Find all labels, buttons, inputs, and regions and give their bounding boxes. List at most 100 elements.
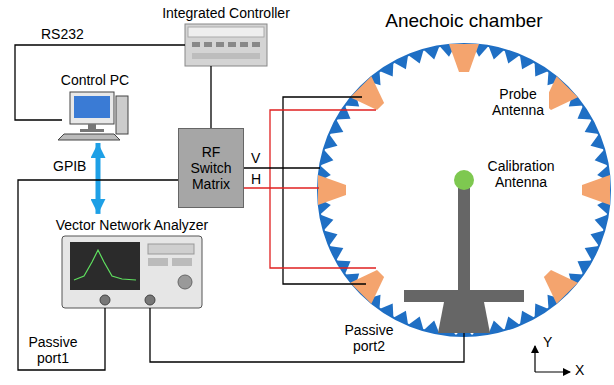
- node-text: Anechoic chamber: [385, 10, 542, 32]
- connector: [210, 66, 211, 128]
- switch-box: RF Switch Matrix: [178, 128, 244, 208]
- network-analyzer: [100, 295, 110, 305]
- absorber-cones: [535, 304, 549, 318]
- absorber-cones: [380, 62, 394, 76]
- network-analyzer: [70, 242, 140, 290]
- pc-box: Control PC: [62, 90, 128, 140]
- controller-device: [185, 24, 267, 66]
- node-text: Control PC: [61, 72, 129, 88]
- edge-label: Passive port2: [340, 322, 398, 354]
- controller-device: [188, 27, 264, 37]
- absorber-cones: [393, 55, 408, 69]
- absorber-cones: [320, 150, 333, 166]
- computer-icon: [80, 129, 104, 132]
- node-text: RF Switch Matrix: [183, 144, 239, 192]
- computer-icon: [58, 92, 128, 140]
- absorber-cones: [585, 246, 599, 261]
- network-analyzer: [148, 258, 168, 266]
- edge-label: Passive port1: [24, 334, 82, 366]
- computer-icon: [116, 96, 128, 134]
- absorber-cones: [336, 106, 350, 120]
- positioner: [404, 188, 524, 333]
- absorber-cones: [489, 46, 505, 59]
- absorber-cones: [535, 62, 549, 76]
- calibration-antenna: [454, 170, 474, 190]
- absorber-cones: [520, 311, 535, 325]
- absorber-cones: [424, 46, 440, 59]
- absorber-cones: [324, 230, 338, 246]
- controller-device: [228, 42, 236, 47]
- absorber-cones: [585, 119, 599, 134]
- positioner: [438, 302, 490, 333]
- network-analyzer: [178, 275, 192, 289]
- analyzer-box: Vector Network Analyzer: [62, 236, 202, 308]
- controller-device: [252, 42, 260, 47]
- connector: [244, 167, 320, 168]
- network-analyzer: [148, 244, 194, 254]
- absorber-cones: [591, 230, 605, 246]
- edge-label: H: [250, 171, 262, 187]
- absorber-cones: [504, 317, 520, 331]
- controller-box: Integrated Controller: [185, 24, 267, 66]
- node-text: Integrated Controller: [162, 5, 290, 21]
- absorber-cones: [324, 134, 338, 150]
- probe-antenna: [318, 44, 610, 304]
- edge-label: GPIB: [52, 158, 87, 174]
- network-analyzer: [62, 236, 202, 308]
- axis-label: Y: [542, 334, 553, 350]
- network-analyzer: [62, 236, 202, 308]
- absorber-cones: [595, 215, 608, 231]
- controller-device: [192, 53, 260, 59]
- connector: [18, 180, 178, 370]
- absorber-cones: [424, 321, 440, 334]
- h-feed-wire: [270, 110, 376, 268]
- antenna-label: Calibration Antenna: [478, 158, 564, 190]
- chamber-outline: [318, 44, 610, 336]
- computer-icon: [58, 134, 120, 140]
- network-analyzer: [74, 250, 136, 280]
- absorber-cones: [504, 50, 520, 64]
- connector: [244, 187, 319, 188]
- probe-antenna: [350, 263, 391, 304]
- controller-device: [192, 42, 200, 47]
- computer-icon: [88, 124, 96, 129]
- absorber-cones: [329, 119, 343, 134]
- connector: [96, 143, 101, 214]
- axes: [535, 371, 570, 372]
- chamber-circle: Anechoic chamber: [318, 44, 610, 336]
- positioner: [404, 290, 524, 302]
- antenna-label: Probe Antenna: [487, 86, 549, 118]
- connector: [150, 308, 464, 362]
- probe-antenna: [582, 175, 610, 205]
- probe-antenna: [449, 44, 479, 72]
- absorber-cones: [329, 246, 343, 261]
- controller-device: [204, 42, 212, 47]
- controller-device: [216, 42, 224, 47]
- node-text: Vector Network Analyzer: [56, 217, 209, 233]
- controller-device: [240, 42, 248, 47]
- absorber-cones: [595, 150, 608, 166]
- absorber-cones: [489, 321, 505, 334]
- absorber-cones: [380, 304, 394, 318]
- absorber-cones: [320, 215, 333, 231]
- chamber-outline: [318, 44, 610, 336]
- probe-antenna: [537, 263, 578, 304]
- computer-icon: [74, 96, 110, 118]
- v-feed-wire: [283, 97, 366, 284]
- network-analyzer: [172, 258, 192, 266]
- absorber-cones: [578, 106, 592, 120]
- absorber-cones: [408, 317, 424, 331]
- absorber-cones: [408, 50, 424, 64]
- axis-label: X: [574, 362, 585, 378]
- connector: [15, 45, 185, 120]
- absorber-cones: [520, 55, 535, 69]
- absorber-cones: [591, 134, 605, 150]
- axes: [534, 346, 535, 372]
- network-analyzer: [145, 295, 155, 305]
- absorber-cones: [578, 261, 592, 275]
- positioner: [458, 188, 470, 292]
- absorber-cones: [318, 44, 610, 336]
- controller-device: [185, 24, 267, 66]
